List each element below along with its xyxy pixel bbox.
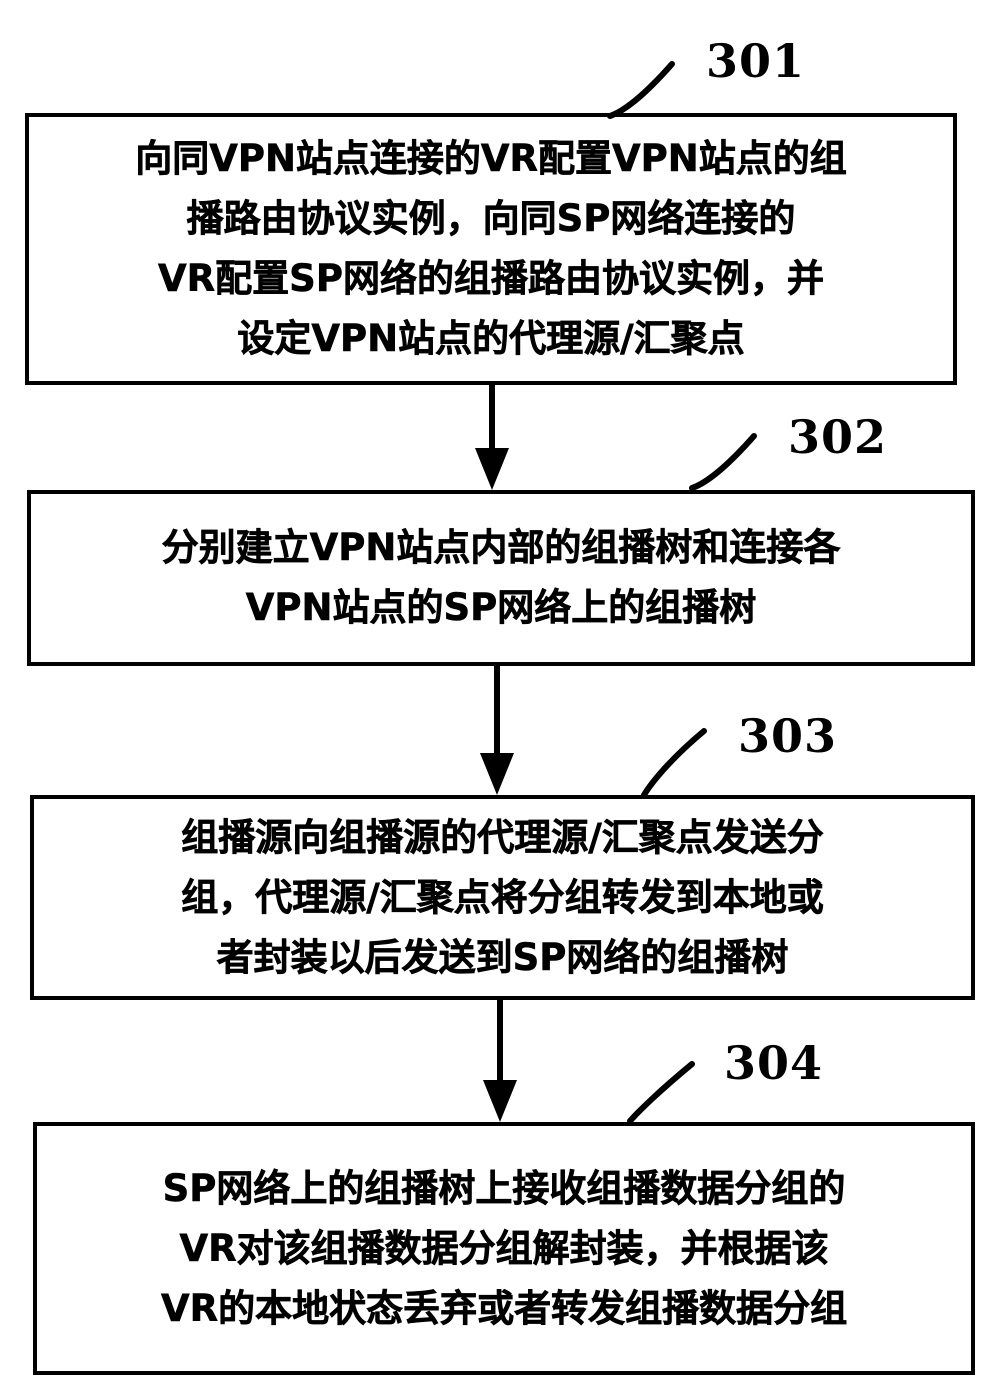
process-box-302: 分别建立VPN站点内部的组播树和连接各 VPN站点的SP网络上的组播树 [27, 490, 975, 666]
process-box-304: SP网络上的组播树上接收组播数据分组的 VR对该组播数据分组解封装，并根据该 V… [33, 1122, 975, 1375]
reference-leader-301 [607, 60, 688, 119]
arrow-head [480, 753, 514, 795]
process-box-301-line-4: 设定VPN站点的代理源/汇聚点 [237, 317, 745, 361]
reference-numeral-304: 304 [724, 1036, 824, 1090]
reference-numeral-303: 303 [738, 709, 838, 763]
reference-leader-303 [640, 727, 720, 798]
process-box-303: 组播源向组播源的代理源/汇聚点发送分 组，代理源/汇聚点将分组转发到本地或 者封… [30, 795, 975, 1000]
process-box-301-line-2: 播路由协议实例，向同SP网络连接的 [186, 197, 796, 241]
arrow-shaft [497, 1000, 503, 1084]
process-box-302-line-1: 分别建立VPN站点内部的组播树和连接各 [161, 526, 841, 570]
process-box-301-line-3: VR配置SP网络的组播路由协议实例，并 [158, 257, 825, 301]
reference-numeral-301: 301 [706, 34, 806, 88]
process-box-304-line-1: SP网络上的组播树上接收组播数据分组的 [162, 1166, 846, 1210]
process-box-303-line-1: 组播源向组播源的代理源/汇聚点发送分 [181, 815, 824, 859]
reference-leader-304 [627, 1060, 708, 1124]
process-box-304-line-3: VR的本地状态丢弃或者转发组播数据分组 [160, 1286, 848, 1330]
process-box-301-line-1: 向同VPN站点连接的VR配置VPN站点的组 [135, 137, 847, 181]
arrow-shaft [489, 385, 495, 455]
process-box-301: 向同VPN站点连接的VR配置VPN站点的组 播路由协议实例，向同SP网络连接的 … [25, 113, 957, 385]
process-box-303-line-2: 组，代理源/汇聚点将分组转发到本地或 [181, 875, 824, 919]
arrow-head [475, 448, 509, 490]
arrow-head [483, 1080, 517, 1122]
process-box-302-line-2: VPN站点的SP网络上的组播树 [245, 586, 757, 630]
reference-leader-302 [689, 432, 770, 491]
reference-numeral-302: 302 [788, 410, 888, 464]
process-box-303-line-3: 者封装以后发送到SP网络的组播树 [216, 935, 789, 979]
process-box-304-line-2: VR对该组播数据分组解封装，并根据该 [179, 1226, 829, 1270]
arrow-shaft [494, 666, 500, 758]
